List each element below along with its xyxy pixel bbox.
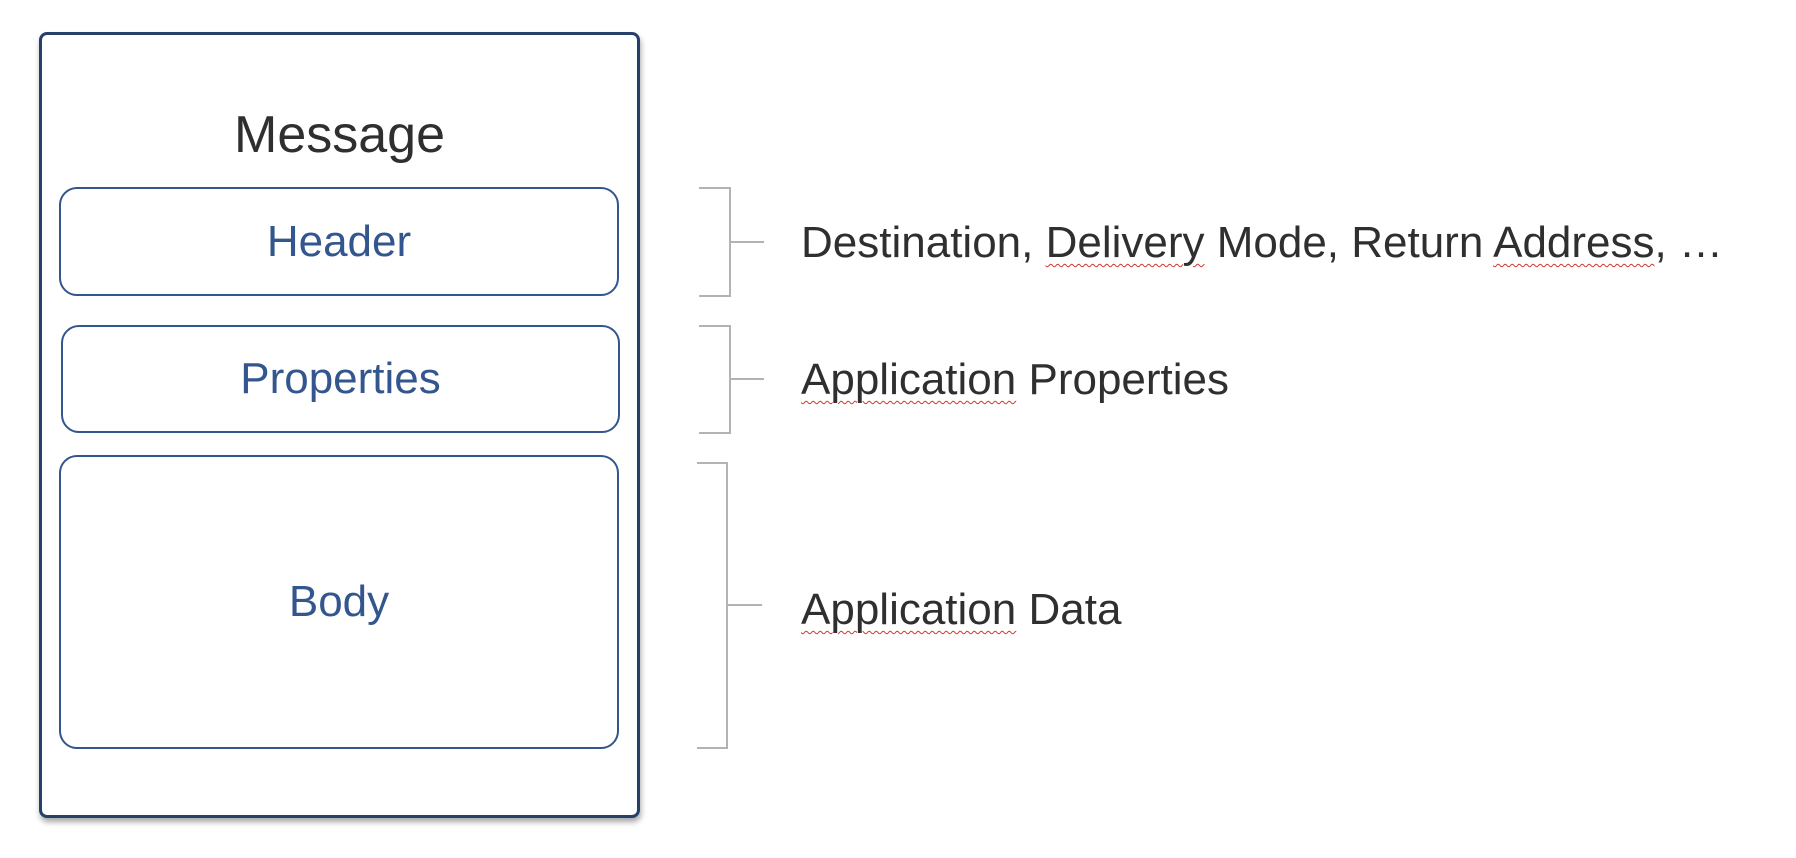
properties-annotation-text-2: Properties [1016,355,1230,404]
body-annotation-text-1: Application [801,585,1017,634]
header-annotation: Destination, Delivery Mode, Return Addre… [801,215,1723,271]
properties-annotation: Application Properties [801,352,1229,408]
body-annotation: Application Data [801,582,1121,638]
properties-section: Properties [61,325,620,433]
body-annotation-text-2: Data [1016,585,1122,634]
body-section: Body [59,455,619,749]
header-annotation-text-4: Address [1493,218,1655,267]
header-annotation-text-5: , … [1654,218,1723,267]
header-annotation-text-3: Mode, Return [1204,218,1494,267]
body-bracket [697,462,762,749]
header-annotation-text-2: Delivery [1045,218,1205,267]
header-section: Header [59,187,619,296]
message-container [39,32,640,818]
message-title: Message [234,106,445,164]
properties-bracket [699,325,764,434]
properties-annotation-text-1: Application [801,355,1017,404]
header-bracket [699,187,764,297]
header-annotation-text-1: Destination, [801,218,1046,267]
body-section-label: Body [288,577,390,626]
properties-section-label: Properties [240,354,441,403]
header-section-label: Header [266,216,412,266]
